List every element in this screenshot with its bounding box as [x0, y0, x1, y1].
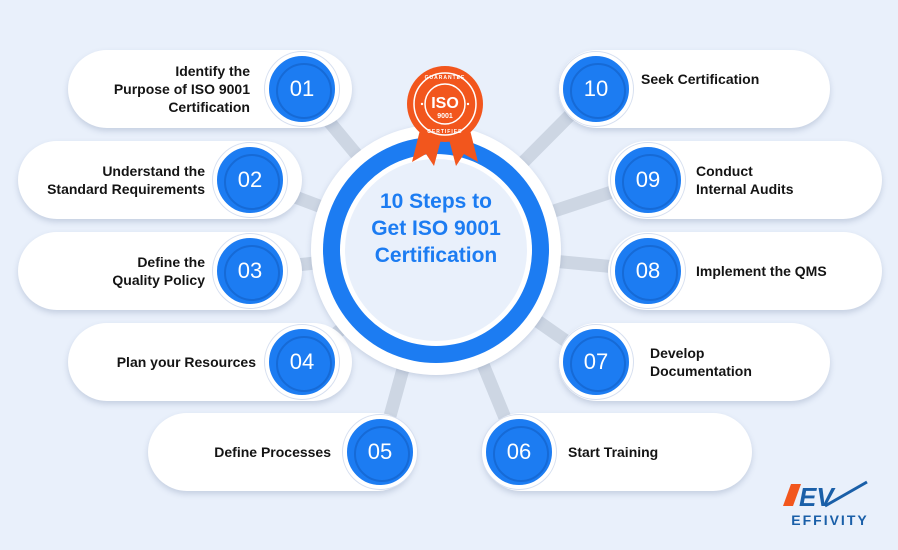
title-line: 10 Steps to — [379, 190, 493, 213]
step-03: Define the Quality Policy 03 — [18, 232, 302, 310]
step-number-badge: 01 — [265, 52, 339, 126]
step-number-badge: 07 — [559, 325, 633, 399]
step-label-line: Documentation — [650, 363, 752, 379]
effivity-logo: EV EFFIVITY — [775, 478, 885, 538]
step-label: Identify the Purpose of ISO 9001 Certifi… — [114, 50, 250, 128]
step-09: 09 Conduct Internal Audits — [608, 141, 882, 219]
step-01: Identify the Purpose of ISO 9001 Certifi… — [68, 50, 352, 128]
step-number: 09 — [635, 167, 661, 192]
step-label-line: Certification — [168, 99, 250, 115]
step-label-line: Define the — [137, 254, 205, 270]
title-line: Get ISO 9001 — [371, 217, 501, 240]
title-line: Certification — [374, 244, 498, 267]
step-label: Develop Documentation — [650, 323, 752, 401]
center-title: 10 Steps to Get ISO 9001 Certification — [345, 188, 527, 269]
step-label-line: Implement the QMS — [696, 263, 827, 279]
step-label: Define the Quality Policy — [112, 232, 205, 310]
step-label: Start Training — [568, 413, 658, 491]
logo-mark-text: EV — [799, 482, 836, 512]
step-number-badge: 02 — [213, 143, 287, 217]
step-number: 03 — [237, 258, 263, 283]
step-number-badge: 06 — [482, 415, 556, 489]
step-label: Implement the QMS — [696, 232, 827, 310]
step-10: 10 Seek Certification — [558, 50, 830, 128]
step-label: Define Processes — [214, 413, 331, 491]
step-label-line: Develop — [650, 345, 705, 361]
step-05: Define Processes 05 — [148, 413, 417, 491]
step-number: 04 — [289, 349, 315, 374]
badge-iso-text: ISO — [431, 95, 459, 112]
step-number-badge: 08 — [611, 234, 685, 308]
step-label-line: Purpose of ISO 9001 — [113, 81, 250, 97]
step-label-line: Plan your Resources — [116, 354, 256, 370]
step-label-line: Standard Requirements — [47, 181, 205, 197]
step-number-badge: 03 — [213, 234, 287, 308]
step-label-line: Define Processes — [214, 444, 331, 460]
step-label-line: Internal Audits — [696, 181, 794, 197]
step-label: Conduct Internal Audits — [696, 141, 794, 219]
step-number-badge: 05 — [343, 415, 417, 489]
iso-certified-badge-icon: ISO 9001 GUARANTEE CERTIFIED — [407, 66, 483, 166]
step-06: 06 Start Training — [482, 413, 752, 491]
step-label: Plan your Resources — [117, 323, 256, 401]
step-number: 08 — [635, 258, 661, 283]
effivity-mark-icon: EV — [783, 480, 868, 512]
step-label: Seek Certification — [641, 40, 759, 118]
step-number: 01 — [289, 76, 315, 101]
step-08: 08 Implement the QMS — [608, 232, 882, 310]
step-number-badge: 09 — [611, 143, 685, 217]
step-number: 05 — [367, 439, 393, 464]
step-number: 06 — [506, 439, 532, 464]
badge-9001-text: 9001 — [437, 113, 453, 120]
step-label-line: Conduct — [696, 163, 753, 179]
step-number: 10 — [583, 76, 609, 101]
badge-certified-text: CERTIFIED — [427, 129, 462, 135]
step-04: Plan your Resources 04 — [68, 323, 352, 401]
step-label-line: Seek Certification — [641, 71, 760, 87]
step-02: Understand the Standard Requirements 02 — [18, 141, 302, 219]
step-label-line: Understand the — [102, 163, 205, 179]
step-number-badge: 10 — [559, 52, 633, 126]
step-label-line: Quality Policy — [112, 272, 205, 288]
step-number-badge: 04 — [265, 325, 339, 399]
step-label-line: Start Training — [568, 444, 659, 460]
step-07: 07 Develop Documentation — [558, 323, 830, 401]
badge-guarantee-text: GUARANTEE — [425, 75, 466, 81]
step-number: 07 — [583, 349, 609, 374]
step-number: 02 — [237, 167, 263, 192]
step-label-line: Identify the — [175, 63, 250, 79]
step-label: Understand the Standard Requirements — [47, 141, 205, 219]
center-circle-core — [345, 159, 527, 341]
logo-wordmark: EFFIVITY — [791, 512, 869, 528]
